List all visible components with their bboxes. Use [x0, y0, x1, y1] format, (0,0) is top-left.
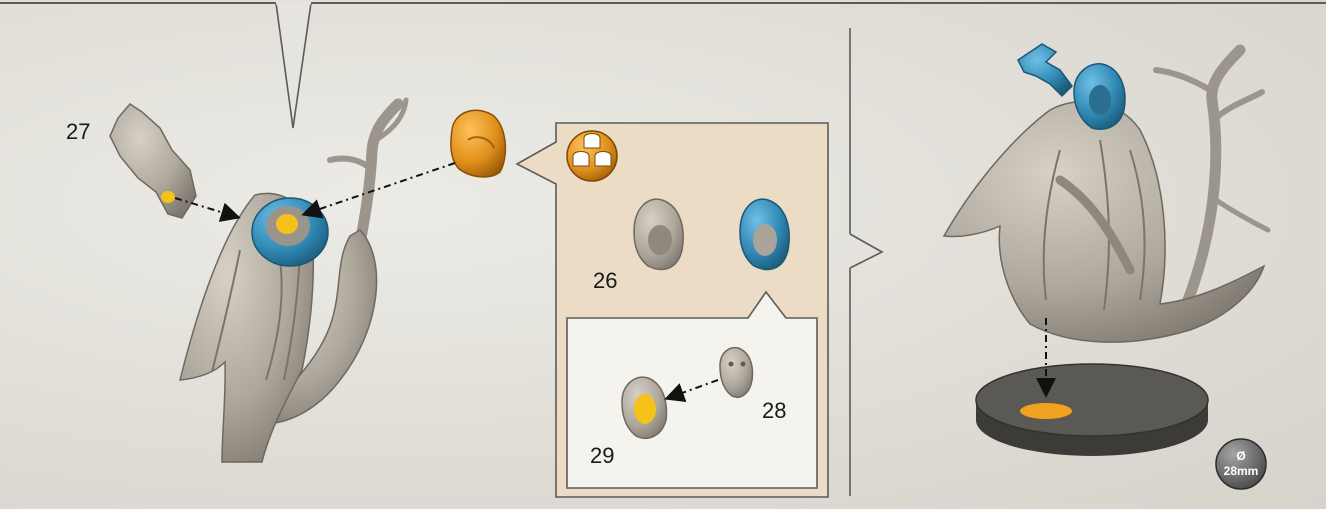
part-label-26: 26 — [593, 268, 617, 293]
part-label-29: 29 — [590, 443, 614, 468]
part-label-27: 27 — [66, 119, 90, 144]
miniature-completed — [944, 44, 1268, 456]
part-27-weapon — [110, 104, 196, 218]
round-base — [976, 364, 1208, 456]
head-option-26 — [634, 199, 683, 269]
three-heads-option-icon — [567, 131, 617, 181]
top-callout-frame — [0, 3, 1326, 128]
base-size-badge: Ø 28mm — [1216, 439, 1266, 489]
step-divider — [850, 28, 882, 496]
orange-hood-part — [451, 110, 506, 177]
glue-point — [276, 214, 298, 234]
part-29-hood-shell — [622, 377, 666, 438]
head-option-blue — [740, 199, 789, 269]
base-size-value: 28mm — [1224, 464, 1259, 478]
part-label-28: 28 — [762, 398, 786, 423]
base-glue-point — [1020, 403, 1072, 419]
base-size-symbol: Ø — [1236, 449, 1245, 463]
head-option-panel: 26 29 28 — [517, 123, 828, 497]
miniature-left — [180, 100, 406, 462]
